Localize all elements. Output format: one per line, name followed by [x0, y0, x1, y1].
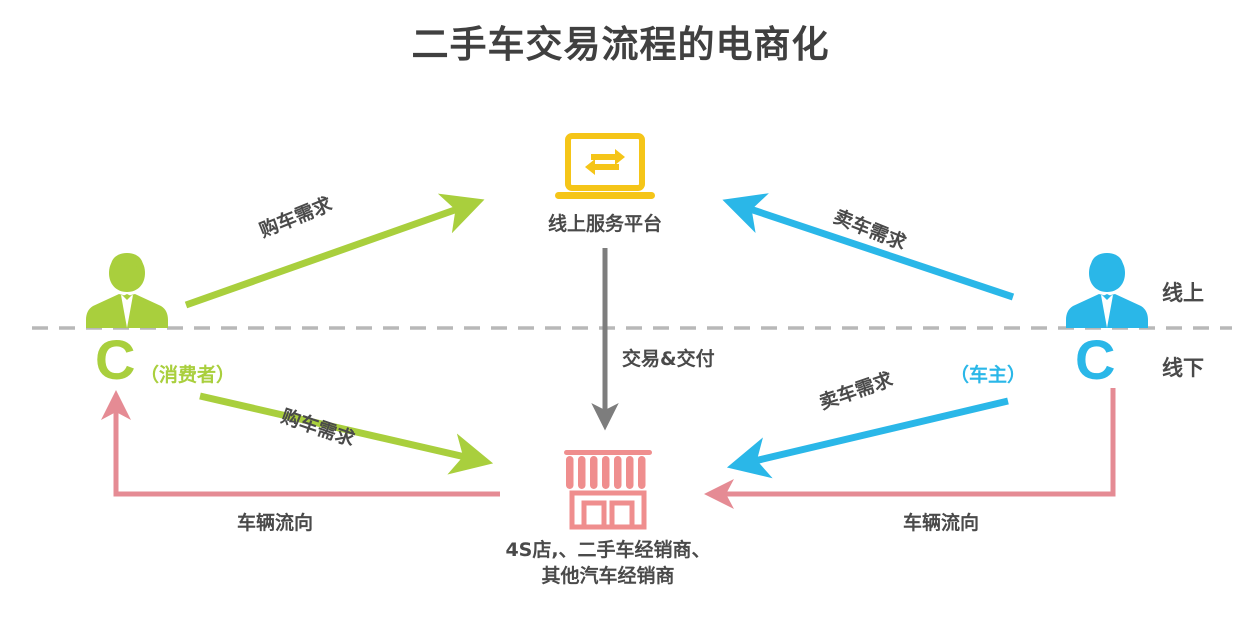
arrow-sell-demand-offline — [726, 397, 1009, 479]
page-title: 二手车交易流程的电商化 — [411, 23, 830, 66]
flow-label-sell-demand-offline: 卖车需求 — [816, 368, 896, 415]
flow-label-vehicle-flow-left: 车辆流向 — [237, 512, 314, 534]
flow-label-transaction-delivery: 交易&交付 — [622, 348, 715, 370]
dealer-label: 4S店,、二手车经销商、 其他汽车经销商 — [448, 538, 768, 589]
consumer-letter: C — [95, 328, 136, 391]
consumer-paren-label: （消费者） — [140, 364, 236, 386]
flow-label-sell-demand-online: 卖车需求 — [830, 205, 910, 255]
platform-label: 线上服务平台 — [547, 213, 662, 235]
owner-node[interactable]: C （车主） — [950, 250, 1225, 391]
flow-label-vehicle-flow-right: 车辆流向 — [903, 512, 980, 534]
platform-node[interactable] — [545, 130, 665, 210]
dealer-label-line1: 4S店,、二手车经销商、 — [505, 539, 711, 561]
axis-label-online: 线上 — [1162, 281, 1204, 305]
person-icon — [86, 253, 168, 328]
owner-paren-label: （车主） — [950, 364, 1027, 386]
axis-label-offline: 线下 — [1162, 356, 1204, 380]
person-icon — [1066, 253, 1148, 328]
flow-label-buy-demand-online: 购车需求 — [256, 193, 336, 243]
flow-label-buy-demand-offline: 购车需求 — [278, 405, 358, 451]
laptop-exchange-icon — [555, 133, 655, 199]
dealer-label-line2: 其他汽车经销商 — [541, 564, 675, 587]
arrow-vehicle-flow-right — [704, 388, 1116, 509]
consumer-node[interactable]: C （消费者） — [85, 250, 265, 390]
owner-letter: C — [1075, 328, 1116, 391]
dealer-node[interactable] — [558, 446, 658, 531]
shop-icon — [564, 450, 652, 530]
